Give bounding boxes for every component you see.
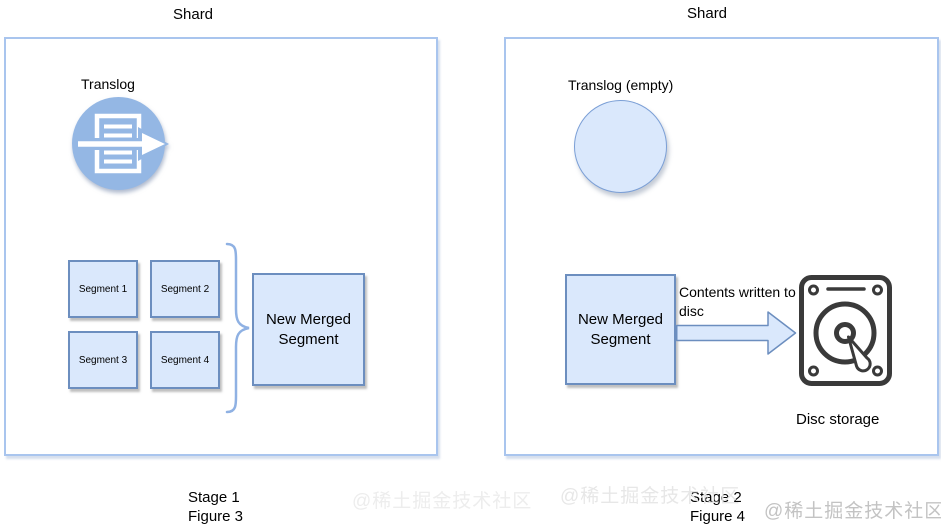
arrow-label: Contents written to disc: [679, 284, 796, 319]
hard-disc-storage-icon: [799, 275, 892, 386]
segment-label: Segment 1: [78, 283, 128, 295]
block-arrow-right-icon: [676, 311, 797, 355]
segment-label: Segment 4: [160, 354, 210, 366]
new-merged-segment-box-right: New Merged Segment: [565, 274, 676, 385]
figure-label: Figure 4: [690, 508, 746, 525]
caption-right: Stage 2 Figure 4: [690, 488, 745, 526]
new-merged-segment-label: New Merged Segment: [577, 311, 664, 348]
translog-empty-label: Translog (empty): [568, 77, 674, 93]
translog-document-arrow-icon: [72, 97, 169, 190]
segment-box-1: Segment 1: [68, 260, 138, 318]
translog-label: Translog: [81, 76, 135, 92]
disc-storage-label: Disc storage: [796, 411, 880, 428]
shard-title-right: Shard: [687, 5, 728, 22]
shard-container-right: [504, 37, 939, 456]
figure-label: Figure 3: [188, 508, 244, 525]
segment-box-2: Segment 2: [150, 260, 220, 318]
segment-label: Segment 3: [78, 354, 128, 366]
caption-left: Stage 1 Figure 3: [188, 488, 243, 526]
segment-box-3: Segment 3: [68, 331, 138, 389]
new-merged-segment-label: New Merged Segment: [265, 311, 352, 348]
stage-label: Stage 1: [188, 489, 240, 506]
watermark: @稀土掘金技术社区: [764, 501, 941, 522]
curly-brace: [225, 242, 250, 414]
new-merged-segment-box-left: New Merged Segment: [252, 273, 365, 386]
watermark-faint: @稀土掘金技术社区: [560, 486, 741, 507]
shard-title-left: Shard: [173, 6, 214, 23]
watermark-faint: @稀土掘金技术社区: [352, 491, 533, 512]
segment-label: Segment 2: [160, 283, 210, 295]
segment-box-4: Segment 4: [150, 331, 220, 389]
stage-label: Stage 2: [690, 489, 742, 506]
translog-empty-circle: [574, 100, 667, 193]
